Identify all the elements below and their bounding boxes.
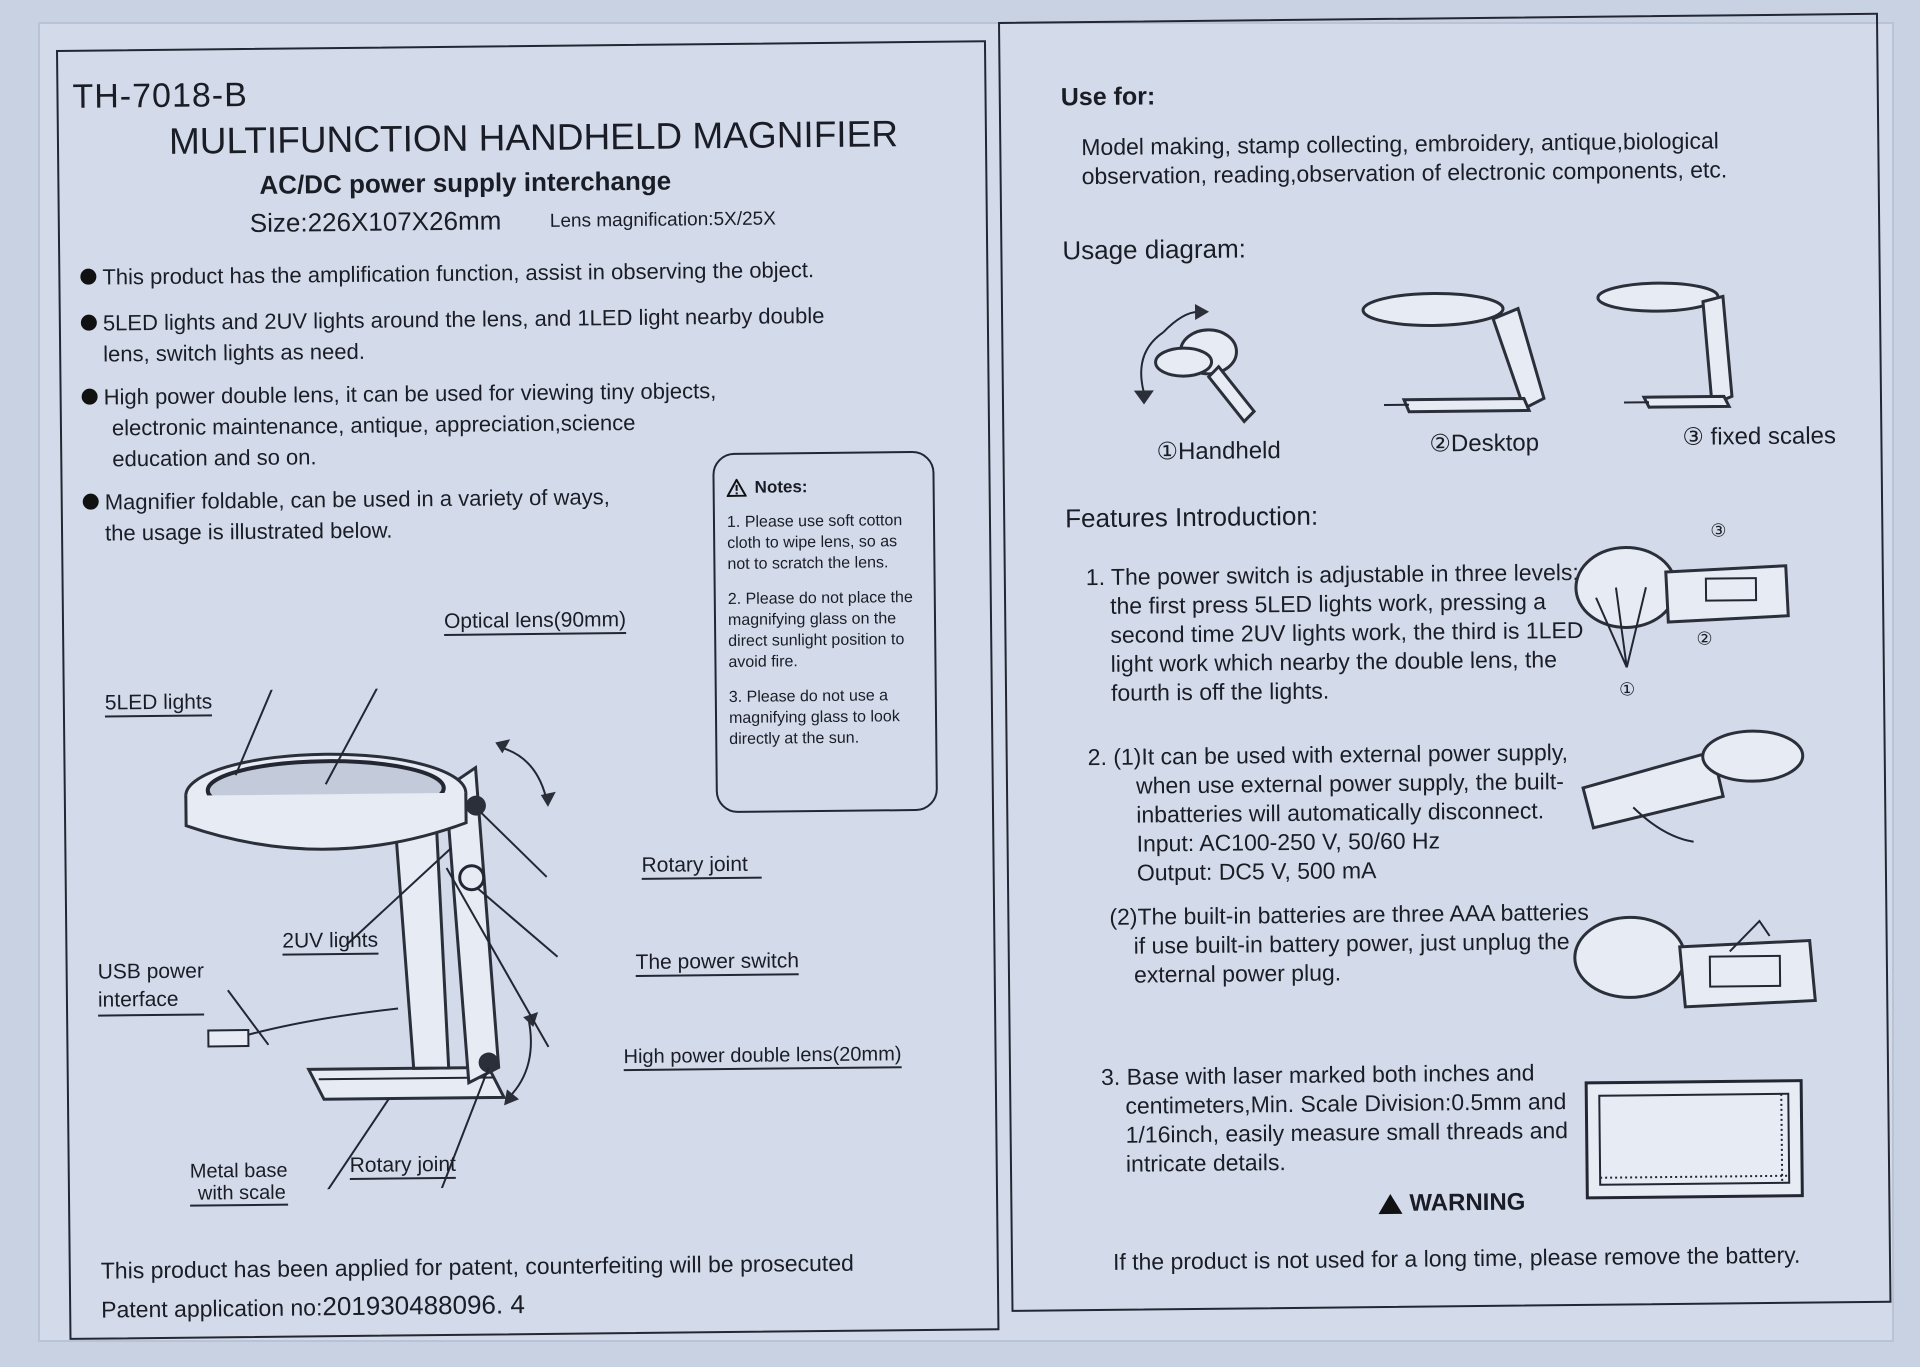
- rotary-joint-top-icon: [465, 795, 486, 816]
- usage-mode-handheld: ①Handheld: [1156, 437, 1281, 466]
- bullet-dot-icon: [80, 268, 97, 285]
- label-metal-base: Metal base with scale: [190, 1160, 288, 1207]
- feature1-marker-3: ③: [1710, 520, 1727, 541]
- right-panel: Use for: Model making, stamp collecting,…: [998, 12, 1892, 1312]
- warning-label: WARNING: [1377, 1189, 1526, 1219]
- feature-2-part-1: 2. (1)It can be used with external power…: [1087, 739, 1569, 886]
- note-item: 2. Please do not place the magnifying gl…: [727, 589, 913, 671]
- left-panel: TH-7018-B MULTIFUNCTION HANDHELD MAGNIFI…: [56, 40, 1000, 1340]
- bullet-item: High power double lens, it can be used f…: [81, 374, 824, 475]
- patent-number: 201930488096. 4: [322, 1289, 525, 1322]
- product-size: Size:226X107X26mm: [249, 205, 502, 238]
- label-rotary-joint-top: Rotary joint: [641, 852, 762, 880]
- patent-notice: This product has been applied for patent…: [100, 1249, 854, 1323]
- bullet-dot-icon: [81, 388, 98, 405]
- feature1-marker-2: ②: [1696, 628, 1713, 649]
- usage-diagram: [1133, 281, 1734, 424]
- usage-diagram-heading: Usage diagram:: [1062, 233, 1247, 266]
- feature1-marker-1: ①: [1618, 679, 1636, 700]
- external-power-illustration: [1581, 729, 1805, 843]
- bullet-item: 5LED lights and 2UV lights around the le…: [80, 299, 924, 370]
- features-heading: Features Introduction:: [1065, 500, 1319, 534]
- fixed-scales-illustration: [1596, 281, 1734, 409]
- warning-text: If the product is not used for a long ti…: [1112, 1241, 1801, 1275]
- feature-2-part-2: (2)The built-in batteries are three AAA …: [1109, 898, 1589, 988]
- lens-magnification: Lens magnification:5X/25X: [549, 208, 776, 232]
- notes-heading: Notes:: [726, 475, 923, 498]
- battery-illustration: [1573, 915, 1817, 1009]
- model-number: TH-7018-B: [72, 75, 248, 116]
- note-item: 1. Please use soft cotton cloth to wipe …: [726, 512, 903, 573]
- product-title: MULTIFUNCTION HANDHELD MAGNIFIER: [168, 113, 899, 162]
- label-power-switch: The power switch: [635, 949, 800, 977]
- rotary-joint-bottom-icon: [478, 1052, 499, 1073]
- bullet-item: This product has the amplification funct…: [80, 253, 922, 293]
- bullet-dot-icon: [82, 493, 99, 510]
- product-subtitle: AC/DC power supply interchange: [259, 165, 672, 200]
- magnifier-diagram: [184, 683, 559, 1192]
- use-for-heading: Use for:: [1060, 82, 1156, 112]
- label-double-lens: High power double lens(20mm): [623, 1043, 902, 1072]
- feature-1: 1. The power switch is adjustable in thr…: [1085, 558, 1584, 706]
- warning-triangle-icon: [1378, 1193, 1403, 1215]
- bullet-dot-icon: [80, 314, 97, 331]
- label-optical-lens: Optical lens(90mm): [443, 608, 627, 636]
- bullet-item: Magnifier foldable, can be used in a var…: [82, 480, 706, 549]
- label-rotary-joint-bottom: Rotary joint: [349, 1152, 457, 1180]
- manual-sheet: TH-7018-B MULTIFUNCTION HANDHELD MAGNIFI…: [38, 12, 1894, 1342]
- notes-box: Notes: 1. Please use soft cotton cloth t…: [712, 450, 939, 814]
- label-5led-lights: 5LED lights: [104, 690, 213, 718]
- usage-mode-fixed-scales: ③ fixed scales: [1682, 422, 1837, 451]
- use-for-text: Model making, stamp collecting, embroide…: [1081, 127, 1728, 190]
- power-switch-icon: [458, 864, 486, 892]
- usb-plug-icon: [207, 1029, 250, 1048]
- scale-base-illustration: [1584, 1079, 1804, 1200]
- handheld-illustration: [1133, 303, 1257, 424]
- desktop-illustration: [1361, 291, 1546, 414]
- warning-triangle-icon: [726, 478, 747, 497]
- label-usb-power: USB power interface: [98, 958, 205, 1017]
- stand-arm-shape: [444, 764, 501, 1086]
- feature1-illustration: [1574, 545, 1790, 668]
- usage-mode-desktop: ②Desktop: [1429, 429, 1540, 458]
- label-2uv-lights: 2UV lights: [282, 928, 379, 956]
- feature-3: 3. Base with laser marked both inches an…: [1100, 1059, 1569, 1177]
